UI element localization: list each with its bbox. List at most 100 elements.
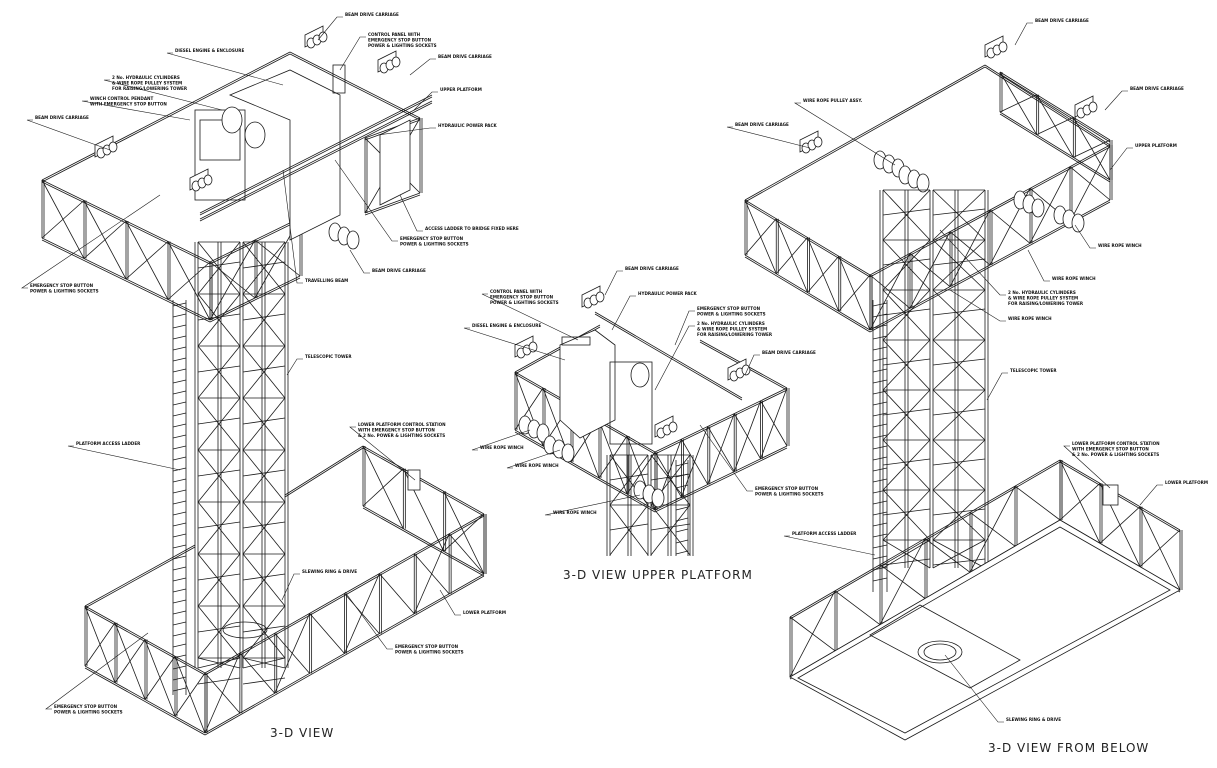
ladder-rung	[172, 412, 187, 417]
callout-label: BEAM DRIVE CARRIAGE	[762, 350, 816, 356]
ladder-rung	[675, 473, 689, 478]
tower-brace	[242, 417, 286, 425]
tower-brace	[242, 241, 286, 295]
tower-brace	[197, 313, 241, 321]
leader-line	[166, 52, 284, 86]
brace	[1036, 116, 1074, 136]
slewing-ring	[222, 621, 268, 639]
tower-brace	[932, 458, 986, 466]
brace	[144, 656, 176, 700]
tower-brace	[882, 358, 931, 366]
tower-brace	[882, 458, 931, 466]
callout-label: EMERGENCY STOP BUTTON	[400, 236, 464, 242]
tower-brace	[882, 258, 931, 266]
leader-line	[744, 354, 760, 376]
ladder-rung	[872, 522, 888, 527]
tower-brace	[882, 558, 931, 566]
callout: BEAM DRIVE CARRIAGE	[726, 122, 811, 149]
brace	[1139, 529, 1181, 567]
brace	[204, 652, 241, 734]
ladder-rung	[172, 522, 187, 527]
lower-back-rail	[284, 445, 364, 496]
ladder-rung	[872, 423, 888, 428]
hydraulic-cylinder-drum	[244, 121, 266, 149]
travelling-beam	[594, 313, 743, 401]
tower-brace	[242, 469, 286, 477]
tower-brace	[650, 504, 691, 556]
ladder-rung	[872, 445, 888, 450]
brace	[760, 387, 788, 459]
view-title-from-below: 3-D VIEW FROM BELOW	[988, 741, 1149, 755]
callout-label: EMERGENCY STOP BUTTON	[490, 295, 554, 301]
callout-label: BEAM DRIVE CARRIAGE	[735, 122, 789, 128]
winch-frame	[609, 361, 653, 445]
bottom-rail	[364, 192, 421, 214]
callout-label: 2 No. HYDRAULIC CYLINDERS	[697, 321, 765, 327]
tower-brace	[242, 345, 286, 399]
leader-line	[949, 289, 1006, 322]
ladder-rung	[172, 588, 187, 593]
side-rail	[984, 66, 1111, 148]
back-rail	[744, 66, 986, 203]
tower-brace	[932, 439, 986, 491]
callout: UPPER PLATFORM	[1109, 143, 1177, 171]
callout-label: BEAM DRIVE CARRIAGE	[35, 115, 89, 121]
ladder-rung	[172, 511, 187, 516]
view-upper-platform-structure	[514, 285, 790, 556]
winch-drum	[346, 230, 360, 250]
ladder-rung	[172, 500, 187, 505]
leader-line	[21, 194, 161, 289]
top-rail	[999, 73, 1111, 143]
brace	[598, 435, 628, 479]
hydraulic-cylinder-drum	[221, 106, 243, 134]
bottom-rail	[999, 111, 1111, 181]
tower-brace	[242, 449, 286, 503]
ladder-rung	[872, 412, 888, 417]
leader-line	[399, 194, 423, 232]
brace	[999, 94, 1037, 113]
callout-label: HYDRAULIC POWER PACK	[438, 123, 498, 129]
brace	[744, 218, 777, 256]
leader-line	[726, 126, 811, 149]
ladder-rung	[872, 467, 888, 472]
bottom-rail	[41, 239, 211, 323]
lower-platform-base-inner	[797, 526, 1171, 734]
callout: WIRE ROPE WINCH	[506, 449, 561, 469]
callout-label: BEAM DRIVE CARRIAGE	[438, 54, 492, 60]
tower-brace	[197, 241, 241, 295]
leader-line	[944, 654, 1004, 723]
callout-label: EMERGENCY STOP BUTTON	[368, 38, 432, 44]
diesel-engine-enclosure	[228, 69, 341, 241]
leader-line	[544, 494, 641, 516]
callout-label: WINCH CONTROL PENDANT	[90, 96, 153, 102]
callout-label: WITH EMERGENCY STOP BUTTON	[1072, 447, 1149, 453]
callout-label: WIRE ROPE WINCH	[1008, 316, 1052, 322]
ladder-rung	[872, 313, 888, 318]
winch-drum	[916, 173, 930, 193]
brace	[274, 613, 310, 694]
leader-line	[334, 159, 398, 242]
tower-brace	[242, 313, 286, 321]
ladder-rung	[872, 544, 888, 549]
callout-label: WIRE ROPE PULLEY ASSY.	[803, 98, 863, 104]
tower-brace	[197, 397, 241, 451]
callout-label: FOR RAISING/LOWERING TOWER	[1008, 301, 1084, 307]
travelling-beam	[199, 94, 433, 214]
ladder-rung	[675, 528, 689, 533]
lower-back-rail	[284, 447, 364, 498]
winch-frame-inner	[199, 119, 241, 161]
bottom-rail	[654, 445, 788, 511]
callout-label: LOWER PLATFORM CONTROL STATION	[358, 422, 446, 428]
brace	[1014, 485, 1061, 521]
callout-label: EMERGENCY STOP BUTTON	[755, 486, 819, 492]
callout-label: SLEWING RING & DRIVE	[1006, 717, 1061, 723]
callout: ACCESS LADDER TO BRIDGE FIXED HERE	[399, 194, 519, 232]
callout: BEAM DRIVE CARRIAGE	[317, 12, 399, 41]
brace	[807, 255, 840, 293]
ladder-rung	[872, 335, 888, 340]
callout-label: LOWER PLATFORM	[463, 610, 506, 616]
